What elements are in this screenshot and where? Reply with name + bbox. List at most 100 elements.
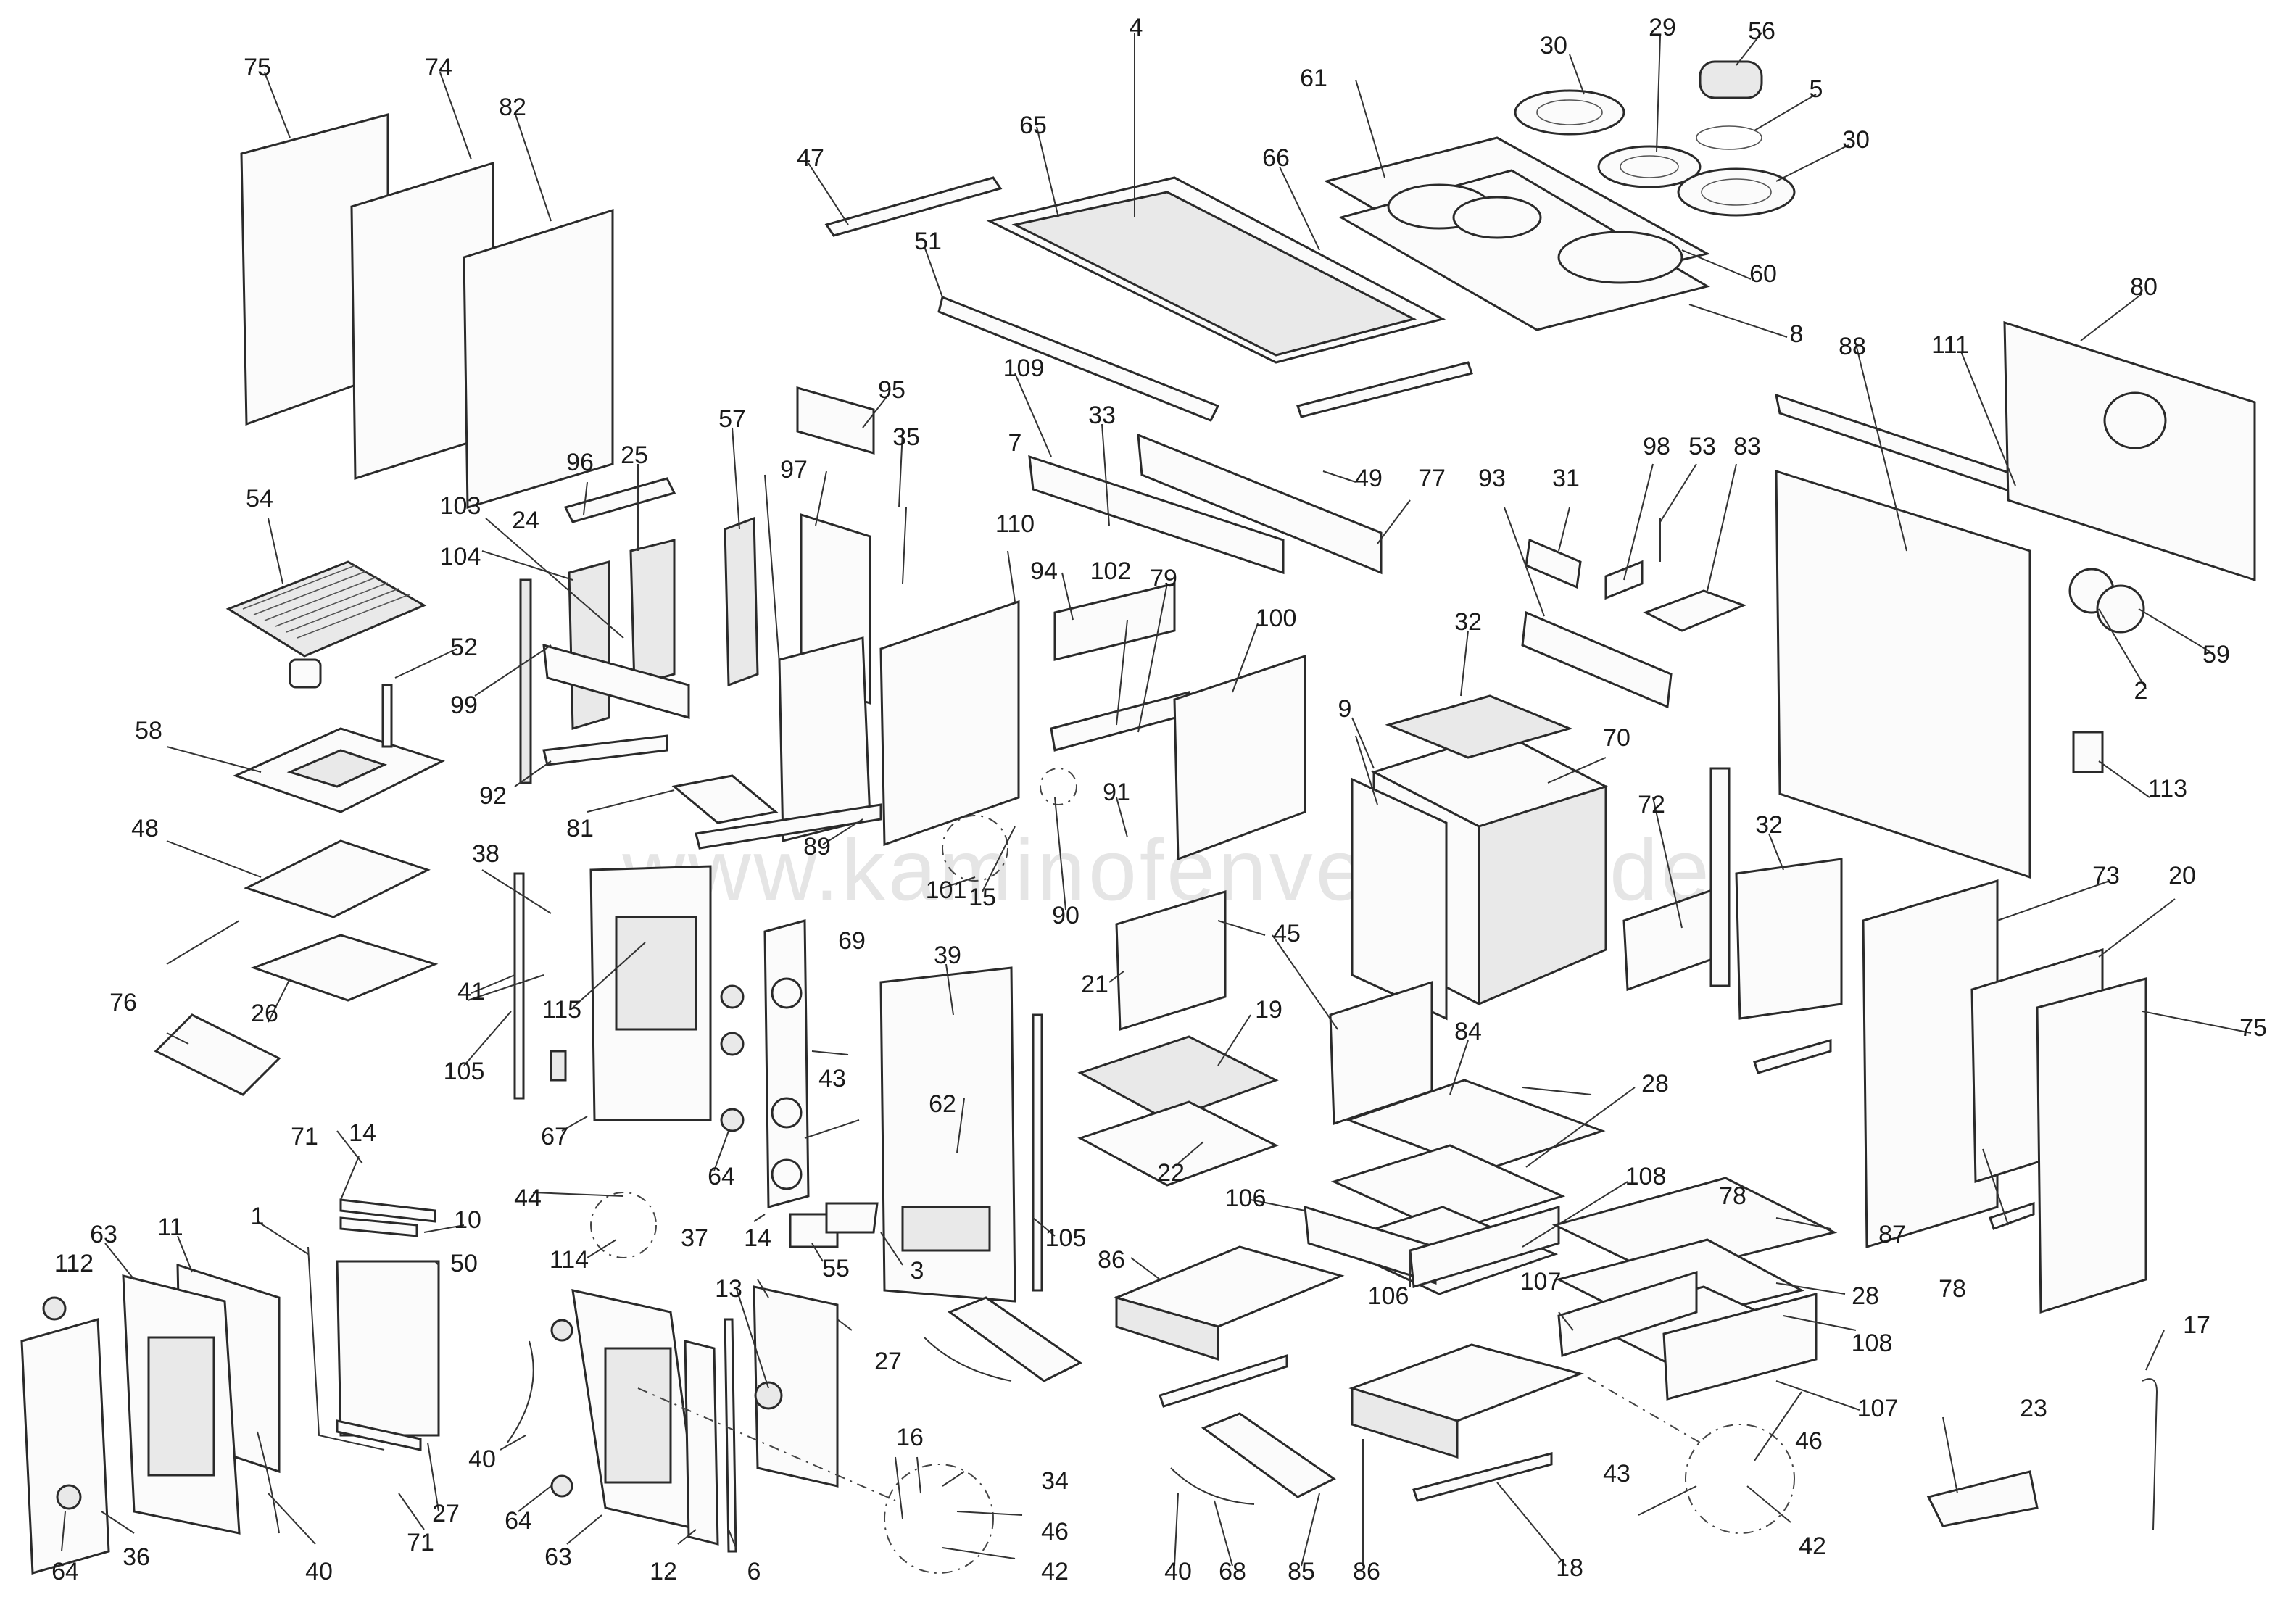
cover-59 (2096, 584, 2145, 634)
callout-label: 84 (1454, 1018, 1482, 1045)
callout-label: 29 (1649, 14, 1676, 41)
callout-label: 89 (803, 833, 831, 860)
callout-label: 40 (468, 1445, 496, 1473)
bracket-107-b (1662, 1293, 1818, 1401)
callout-label: 77 (1418, 465, 1446, 492)
callout-label: 20 (2168, 862, 2196, 889)
rail-71-b (336, 1419, 422, 1451)
callout-label: 85 (1288, 1558, 1315, 1585)
callout-label: 79 (1150, 565, 1177, 592)
callout-label: 107 (1857, 1395, 1899, 1422)
drawer-86-top-front (1115, 1296, 1219, 1361)
callout-label: 86 (1098, 1246, 1125, 1274)
callout-label: 18 (1556, 1554, 1583, 1582)
callout-label: 103 (440, 492, 481, 520)
knob-64-lower (56, 1484, 82, 1510)
hob-opening-2 (1452, 196, 1542, 239)
callout-label: 40 (1164, 1558, 1192, 1585)
callout-label: 61 (1300, 65, 1327, 92)
callout-label: 37 (681, 1224, 708, 1252)
callout-label: 69 (838, 927, 866, 955)
box-81 (671, 774, 779, 824)
callout-label: 82 (499, 94, 526, 121)
callout-label: 40 (305, 1558, 333, 1585)
callout-label: 80 (2130, 273, 2158, 301)
callout-label: 9 (1338, 695, 1352, 723)
callout-label: 108 (1625, 1163, 1667, 1190)
callout-label: 68 (1219, 1558, 1246, 1585)
glass-3 (825, 1202, 879, 1234)
callout-label: 71 (407, 1529, 434, 1556)
callout-label: 58 (135, 717, 162, 744)
callout-label: 88 (1839, 333, 1866, 360)
cover-56 (1699, 60, 1763, 99)
callout-label: 16 (896, 1424, 924, 1451)
callout-label: 28 (1641, 1070, 1669, 1098)
plate-28-a (1330, 1144, 1566, 1234)
ash-pan-58-grid (286, 749, 388, 788)
callout-label: 76 (109, 989, 137, 1016)
callout-label: 57 (718, 405, 746, 433)
plate-95 (796, 386, 875, 455)
rail-92 (542, 734, 668, 766)
detail-circle-34 (884, 1464, 994, 1574)
callout-label: 4 (1130, 14, 1143, 41)
knob-64-b (720, 1032, 745, 1056)
callout-label: 36 (123, 1543, 150, 1571)
callout-label: 56 (1748, 17, 1775, 45)
small-block (550, 1050, 567, 1082)
callout-label: 6 (747, 1558, 761, 1585)
deflector-76 (154, 1013, 281, 1096)
grill-32 (1385, 694, 1573, 759)
bracket-106-a (1304, 1205, 1437, 1285)
callout-label: 106 (1225, 1185, 1267, 1212)
inner-panel-110 (879, 600, 1020, 847)
knob-13 (754, 1381, 783, 1410)
callout-label: 32 (1755, 811, 1783, 839)
callout-label: 32 (1454, 608, 1482, 636)
callout-label: 78 (1939, 1275, 1966, 1303)
callout-label: 98 (1643, 433, 1670, 460)
callout-label: 105 (1045, 1224, 1087, 1252)
tray-26 (250, 934, 439, 1002)
callout-label: 42 (1799, 1532, 1826, 1560)
callout-labels: 75 74 82 4 65 47 51 66 61 30 29 56 5 30 … (51, 14, 2267, 1585)
callout-label: 34 (1041, 1467, 1069, 1495)
handle-40-b (507, 1340, 534, 1443)
callout-label: 47 (797, 144, 824, 172)
callout-label: 93 (1478, 465, 1506, 492)
seal-12 (684, 1340, 719, 1546)
callout-label: 28 (1852, 1282, 1879, 1310)
back-panel-88 (1775, 469, 2031, 879)
callout-label: 54 (246, 485, 273, 513)
callout-label: 43 (1603, 1460, 1630, 1488)
callout-label: 42 (1041, 1558, 1069, 1585)
callout-label: 45 (1273, 920, 1301, 947)
callout-label: 26 (251, 1000, 278, 1027)
callout-label: 108 (1852, 1330, 1893, 1357)
fire-window (615, 916, 697, 1031)
callout-label: 10 (454, 1206, 481, 1234)
plate-113 (2072, 731, 2104, 773)
pin-52 (381, 684, 393, 748)
callout-label: 33 (1088, 402, 1116, 429)
side-panel-32 (1735, 858, 1843, 1020)
callout-label: 94 (1030, 557, 1058, 585)
oven-box-side (1478, 784, 1607, 1006)
callout-label: 87 (1878, 1221, 1906, 1248)
rail-47 (824, 176, 1003, 237)
ash-tray-48 (244, 839, 431, 918)
rail-77 (1137, 433, 1383, 575)
gasket-5 (1696, 125, 1762, 150)
oven-door-window (901, 1206, 991, 1252)
callout-label: 12 (650, 1558, 677, 1585)
callout-label: 31 (1552, 465, 1580, 492)
callout-label: 114 (550, 1246, 589, 1274)
callout-label: 97 (780, 456, 808, 484)
callout-label: 3 (911, 1257, 924, 1285)
bracket-106-b (1409, 1205, 1560, 1288)
callout-label: 101 (926, 876, 967, 904)
ring-30-a (1514, 89, 1625, 136)
callout-label: 81 (566, 815, 594, 842)
drawer-front-upper (947, 1296, 1082, 1382)
